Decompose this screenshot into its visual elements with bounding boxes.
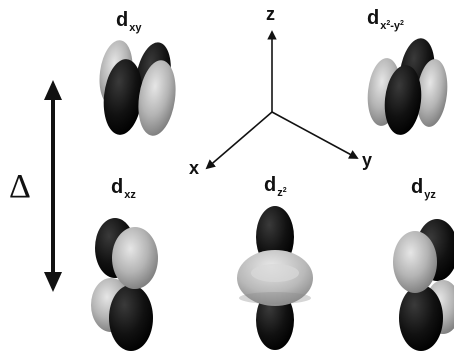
coordinate-axes xyxy=(207,32,357,168)
dz2-letter: d xyxy=(264,174,276,196)
dx2y2-letter: d xyxy=(367,7,379,29)
dz2-orbital xyxy=(237,206,313,350)
dxz-letter: d xyxy=(111,176,123,198)
dz2-sup: 2 xyxy=(283,187,287,194)
z-axis-label: z xyxy=(266,5,275,23)
x-axis-label: x xyxy=(189,159,199,177)
dxy-orbital xyxy=(96,38,181,138)
dx2y2-orbital xyxy=(365,36,451,137)
dxz-label: dxz xyxy=(111,177,136,197)
dx2y2-sup-a: 2 xyxy=(386,20,390,27)
dyz-subscript: yz xyxy=(424,189,436,201)
dx2y2-label: dx2-y2 xyxy=(367,8,404,28)
dyz-letter: d xyxy=(411,176,423,198)
dz2-sub-z: z xyxy=(277,187,283,199)
y-axis-line xyxy=(272,112,357,158)
dxz-subscript: xz xyxy=(124,189,136,201)
y-axis-label: y xyxy=(362,151,372,169)
dz2-label: dz2 xyxy=(264,175,287,195)
dyz-label: dyz xyxy=(411,177,436,197)
dxy-letter: d xyxy=(116,9,128,31)
dx2y2-sup-b: 2 xyxy=(400,20,404,27)
dxz-orbital xyxy=(91,218,158,351)
dxy-subscript: xy xyxy=(129,22,141,34)
energy-double-arrow xyxy=(44,80,62,292)
dx2y2-subscript: x2-y2 xyxy=(380,20,404,32)
dx2y2-sub-b: -y xyxy=(390,20,400,32)
dxy-label: dxy xyxy=(116,10,141,30)
dz2-subscript: z2 xyxy=(277,187,286,199)
delta-symbol: Δ xyxy=(9,170,31,204)
x-axis-line xyxy=(207,112,272,168)
dyz-orbital xyxy=(393,219,454,351)
